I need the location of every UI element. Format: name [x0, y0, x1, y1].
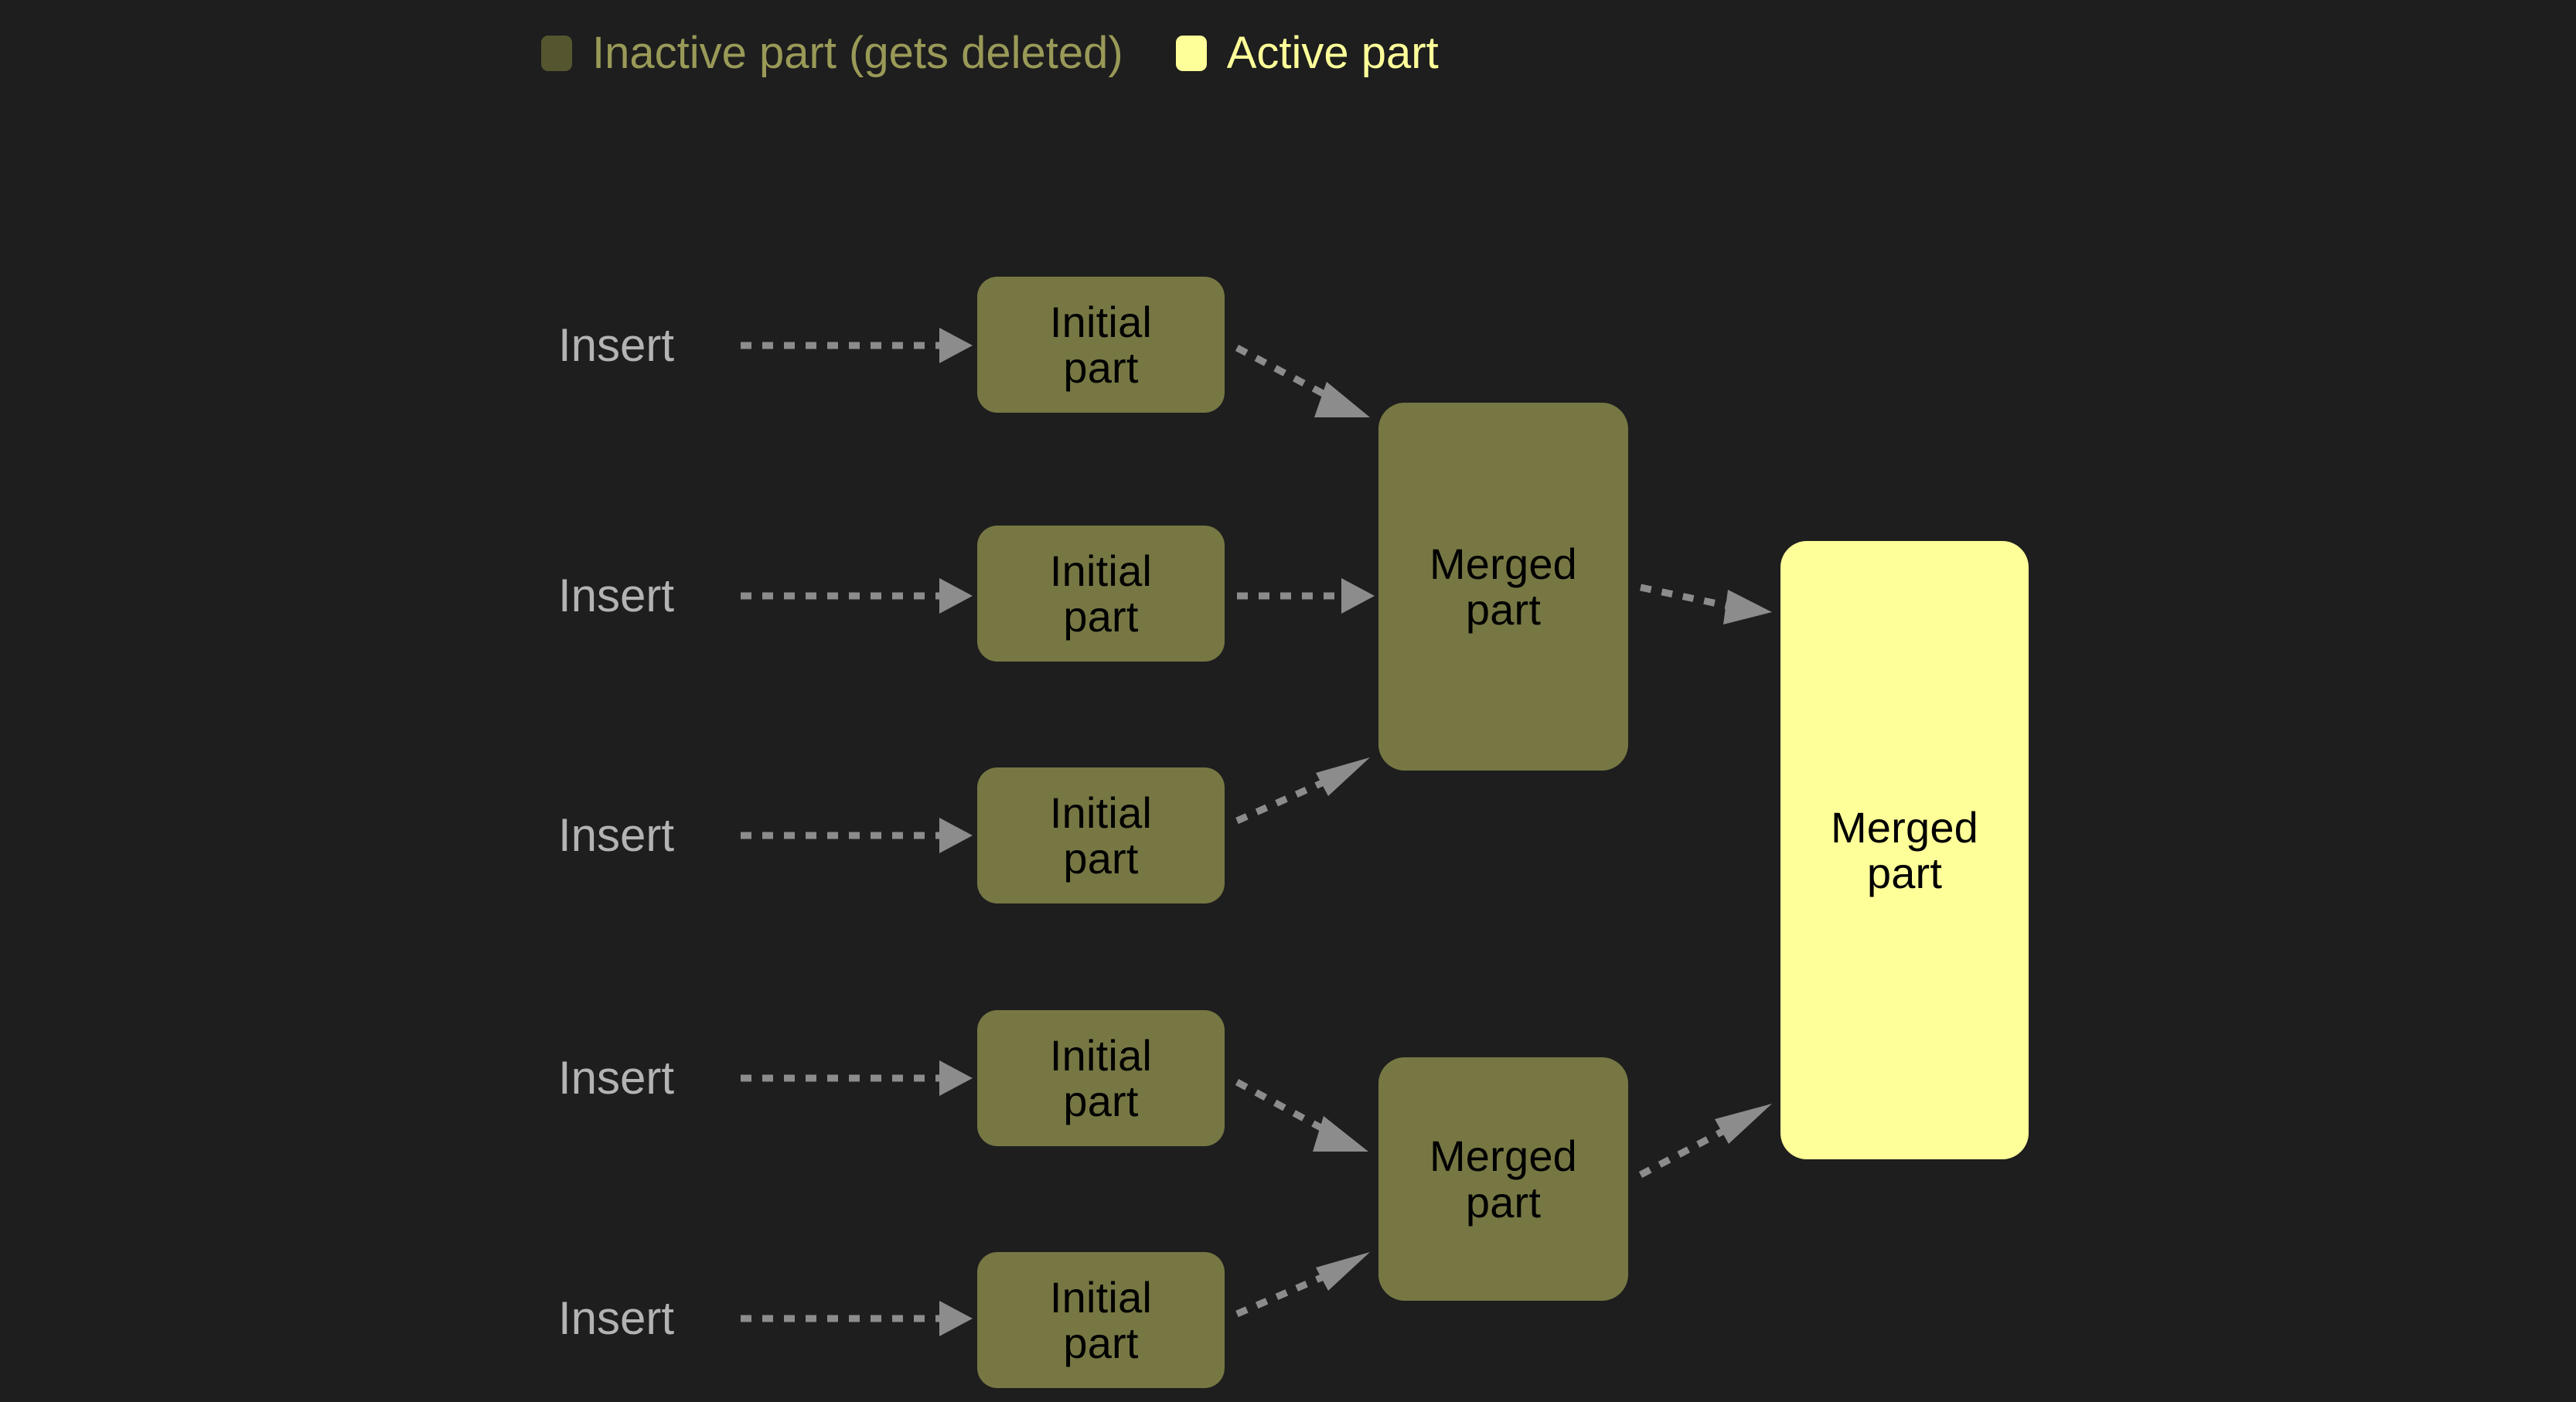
legend-label-active: Active part — [1226, 28, 1439, 78]
arrow-insert-to-initial-4 — [741, 1060, 973, 1096]
insert-label-3: Insert — [558, 809, 675, 861]
legend-label-inactive: Inactive part (gets deleted) — [592, 28, 1123, 78]
arrow-initial3-to-merged-a — [1235, 757, 1370, 825]
arrow-merged-a-to-final — [1640, 584, 1772, 624]
arrow-initial2-to-merged-a — [1237, 578, 1375, 614]
arrow-insert-to-initial-5 — [741, 1301, 973, 1336]
legend: Inactive part (gets deleted) Active part — [541, 11, 1439, 96]
insert-label-1: Insert — [558, 319, 675, 371]
insert-label-4: Insert — [558, 1052, 675, 1104]
arrow-initial1-to-merged-a — [1235, 345, 1370, 417]
arrow-insert-to-initial-2 — [741, 578, 973, 614]
arrow-initial5-to-merged-b — [1235, 1252, 1370, 1318]
arrow-merged-b-to-final — [1638, 1104, 1772, 1178]
legend-item-active: Active part — [1175, 28, 1439, 78]
insert-label-2: Insert — [558, 570, 675, 621]
legend-swatch-inactive-icon — [541, 36, 572, 71]
insert-label-5: Insert — [558, 1292, 675, 1344]
arrow-insert-to-initial-1 — [741, 328, 973, 363]
arrow-insert-to-initial-3 — [741, 818, 973, 853]
arrow-initial4-to-merged-b — [1235, 1079, 1368, 1152]
legend-swatch-active-icon — [1175, 36, 1207, 71]
legend-item-inactive: Inactive part (gets deleted) — [541, 31, 1123, 76]
